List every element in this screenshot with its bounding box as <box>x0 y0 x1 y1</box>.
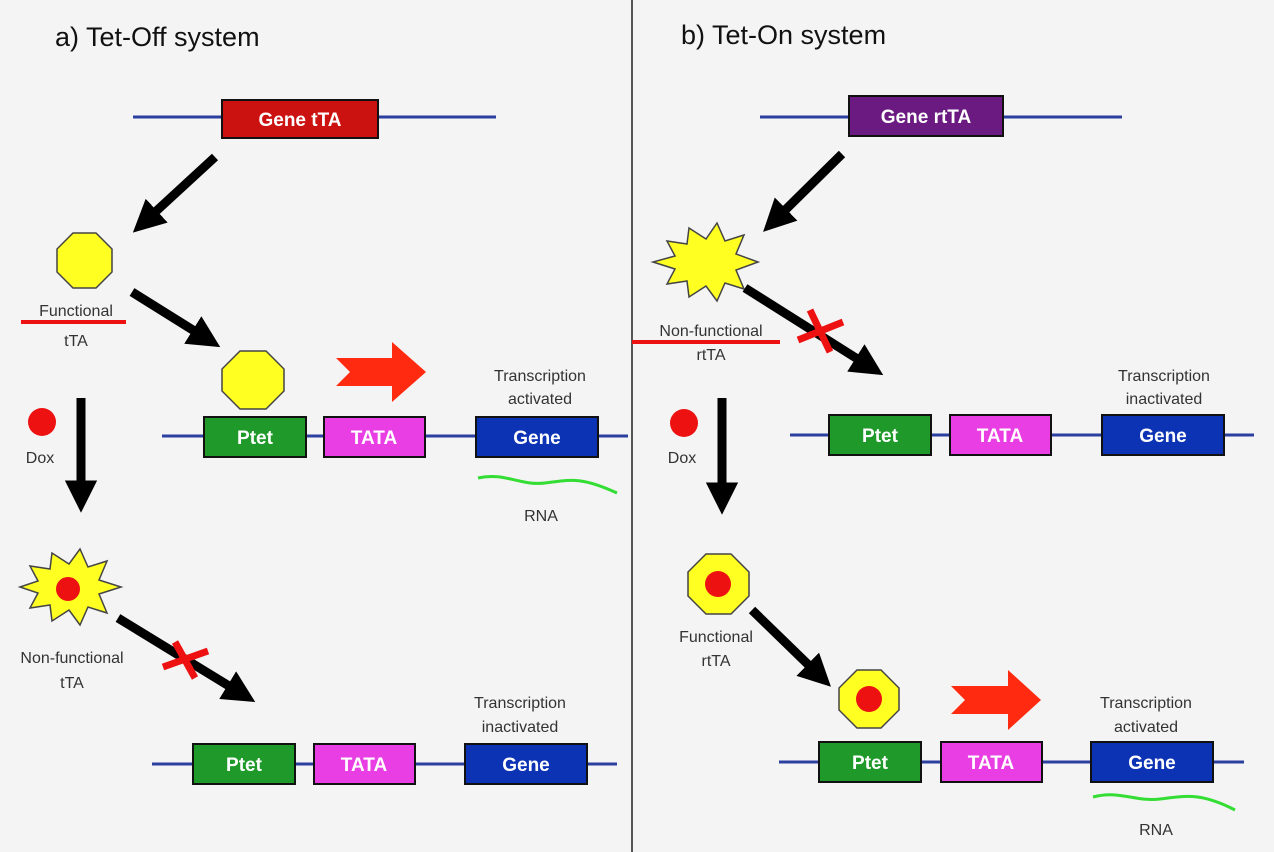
dox-bound <box>856 686 882 712</box>
svg-text:TATA: TATA <box>341 755 388 776</box>
functional-tta-label-2: tTA <box>64 333 88 350</box>
ptet-box: Ptet <box>818 741 922 783</box>
nonfunctional-tta-label-2: tTA <box>60 675 84 692</box>
status-label-2: inactivated <box>1126 391 1203 408</box>
ptet-box: Ptet <box>828 414 932 456</box>
svg-text:Ptet: Ptet <box>852 753 889 774</box>
dox-molecule <box>28 408 56 436</box>
svg-text:Ptet: Ptet <box>237 428 274 449</box>
tata-box: TATA <box>949 414 1052 456</box>
rna-label: RNA <box>1139 822 1173 839</box>
nonfunctional-tta-label: Non-functional <box>20 650 123 667</box>
dox-molecule <box>670 409 698 437</box>
gene-tta-box: Gene tTA <box>221 99 379 139</box>
svg-text:Ptet: Ptet <box>226 755 263 776</box>
gene-box: Gene <box>475 416 599 458</box>
panel-tet-off: a) Tet-Off system Gene tTA Functional tT… <box>17 22 628 785</box>
ptet-box: Ptet <box>203 416 307 458</box>
svg-text:TATA: TATA <box>968 753 1015 774</box>
functional-tta-label: Functional <box>39 303 113 320</box>
transcription-arrow <box>951 670 1041 730</box>
functional-rtta-label: Functional <box>679 629 753 646</box>
status-label-2: activated <box>1114 719 1178 736</box>
dox-label: Dox <box>668 450 696 467</box>
rna-label: RNA <box>524 508 558 525</box>
svg-text:Ptet: Ptet <box>862 426 899 447</box>
expression-arrow <box>763 150 846 232</box>
svg-text:Gene: Gene <box>502 755 550 776</box>
transcription-arrow <box>336 342 426 402</box>
block-x-icon <box>796 308 845 354</box>
dox-bound <box>705 571 731 597</box>
binding-arrow <box>129 288 221 348</box>
nonfunctional-rtta-label: Non-functional <box>659 323 762 340</box>
rna-strand <box>477 475 618 495</box>
status-label: Transcription <box>474 695 566 712</box>
gene-box: Gene <box>464 743 588 785</box>
rna-strand <box>1092 793 1236 812</box>
block-x-icon <box>161 640 210 680</box>
svg-text:Gene: Gene <box>1139 426 1187 447</box>
panel-title: a) Tet-Off system <box>55 22 260 52</box>
gene-box: Gene <box>1101 414 1225 456</box>
blocked-arrow <box>742 284 884 376</box>
bound-tta-protein <box>221 350 285 410</box>
svg-text:TATA: TATA <box>977 426 1024 447</box>
expression-arrow <box>132 153 219 233</box>
functional-tta-protein <box>56 232 113 289</box>
svg-text:Gene: Gene <box>513 428 561 449</box>
gene-rtta-box: Gene rtTA <box>848 95 1004 137</box>
gene-box: Gene <box>1090 741 1214 783</box>
svg-text:Gene: Gene <box>1128 753 1176 774</box>
status-label-2: activated <box>508 391 572 408</box>
dox-label: Dox <box>26 450 54 467</box>
ptet-box: Ptet <box>192 743 296 785</box>
nonfunctional-rtta-protein <box>650 221 761 303</box>
tata-box: TATA <box>940 741 1043 783</box>
status-label: Transcription <box>1100 695 1192 712</box>
svg-text:TATA: TATA <box>351 428 398 449</box>
nonfunctional-rtta-label-2: rtTA <box>696 347 725 364</box>
binding-arrow <box>748 606 831 687</box>
tata-box: TATA <box>323 416 426 458</box>
functional-rtta-label-2: rtTA <box>701 653 730 670</box>
status-label-2: inactivated <box>482 719 559 736</box>
panel-title: b) Tet-On system <box>681 20 886 50</box>
panel-tet-on: b) Tet-On system Gene rtTA Non-functiona… <box>632 20 1254 839</box>
status-label: Transcription <box>494 368 586 385</box>
status-label: Transcription <box>1118 368 1210 385</box>
tata-box: TATA <box>313 743 416 785</box>
svg-text:Gene rtTA: Gene rtTA <box>881 107 972 128</box>
dox-bound <box>56 577 80 601</box>
svg-text:Gene tTA: Gene tTA <box>258 110 341 131</box>
